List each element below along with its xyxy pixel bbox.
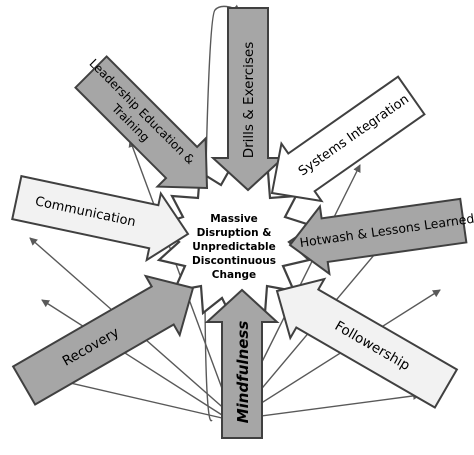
arrow-drills-exercises: [210, 7, 286, 192]
arrow-followership: [275, 277, 459, 409]
center-line-3: Unpredictable: [192, 241, 276, 253]
arrow-communication: [11, 174, 190, 263]
arrow-leadership-group: Leadership Education & Training: [74, 55, 209, 190]
center-line-5: Change: [212, 269, 256, 281]
center-line-1: Massive: [210, 213, 258, 225]
arrow-communication-group: Communication: [11, 174, 190, 263]
center-line-4: Discontinuous: [192, 255, 276, 267]
center-label: Massive Disruption & Unpredictable Disco…: [192, 213, 276, 281]
arrow-hotwash-lessons: [288, 197, 468, 277]
arrow-recovery: [11, 274, 195, 406]
label-drills-exercises: Drills & Exercises: [241, 42, 257, 159]
arrow-hotwash-group: Hotwash & Lessons Learned: [288, 197, 474, 277]
arrow-systems-integration: [270, 75, 426, 203]
connector-loop: [204, 4, 241, 421]
arrow-mindfulness: [204, 288, 280, 439]
label-mindfulness: Mindfulness: [234, 321, 252, 424]
arrow-leadership-education: [74, 55, 209, 190]
arrow-recovery-group: Recovery: [11, 274, 195, 406]
connector-to-communication: [41, 299, 223, 416]
connector-to-followership-low: [245, 391, 421, 419]
center-line-2: Disruption &: [197, 227, 272, 239]
